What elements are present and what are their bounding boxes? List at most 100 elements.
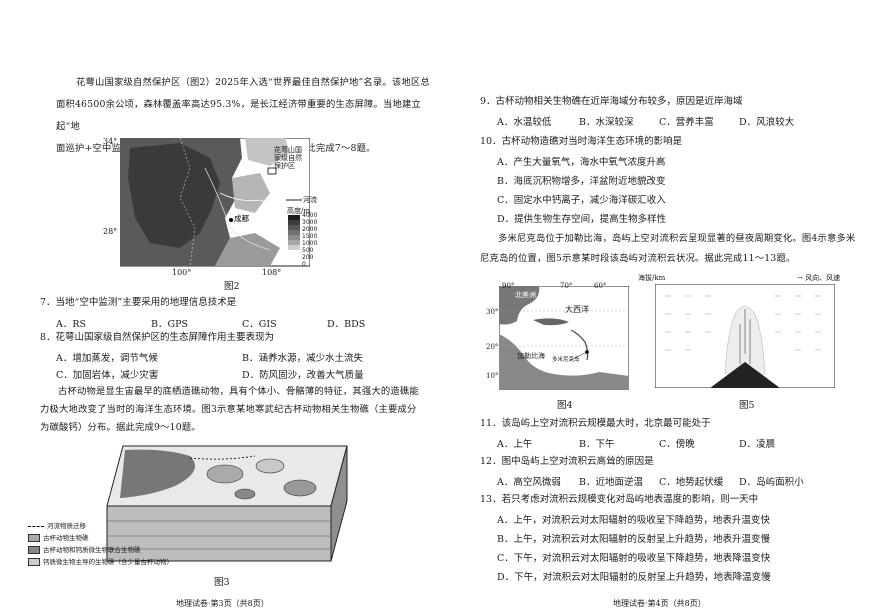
- option-10c[interactable]: C．固定水中钙离子，减少海洋碳汇收入: [497, 195, 666, 206]
- reserve-label: 花萼山国 家级自然 保护区: [274, 146, 302, 170]
- intro-line: 花萼山国家级自然保护区（图2）2025年入选“世界最佳自然保护地”名录。该地区总: [76, 77, 430, 88]
- map-label: 多米尼克岛: [552, 357, 580, 363]
- question-11: 11．该岛屿上空对流积云规模最大时，北京最可能处于: [480, 418, 711, 429]
- question-12: 12．图中岛屿上空对流积云高耸的原因是: [480, 456, 654, 467]
- option-11d[interactable]: D．凌晨: [739, 439, 776, 450]
- legend-value: 500: [302, 247, 314, 254]
- option-10d[interactable]: D．提供生物生存空间，提高生物多样性: [497, 214, 667, 225]
- fig5-ylabel: 海拔/km: [638, 274, 666, 282]
- question-10: 10．古杯动物造礁对当时海洋生态环境的影响是: [480, 136, 683, 147]
- legend-value: 2000: [302, 226, 318, 233]
- intro-line: 为碳酸钙）分布。据此完成9～10题。: [40, 422, 201, 433]
- figure-3-legend: 河流物质迁移 古杯动物生物礁 古杯动物和钙质微生物联合生物礁 钙质微生物主导的生…: [28, 520, 173, 568]
- option-11a[interactable]: A．上午: [497, 439, 533, 450]
- page-4: 9．古杯动物相关生物礁在近岸海域分布较多，原因是近岸海域 A．水温较低 B．水深…: [445, 0, 870, 615]
- option-10a[interactable]: A．产生大量氧气，海水中氧气浓度升高: [497, 157, 666, 168]
- intro-line: 古杯动物是显生宙最早的底栖造礁动物，具有个体小、骨骼薄的特征，其强大的造礁能: [58, 386, 419, 397]
- figure-4-map: [498, 285, 630, 391]
- page-footer: 地理试卷·第4页（共8页）: [613, 599, 706, 608]
- option-12b[interactable]: B．近地面逆温: [579, 477, 643, 488]
- map-label: 大西洋: [565, 305, 589, 314]
- option-11c[interactable]: C．傍晚: [659, 439, 695, 450]
- legend-value: 1000: [302, 240, 318, 247]
- intro-line: 力极大地改变了当时的海洋生态环境。图3示意某地寒武纪古杯动物相关生物礁（主要成分: [40, 404, 417, 415]
- option-9a[interactable]: A．水温较低: [497, 117, 552, 128]
- option-8a[interactable]: A．增加蒸发，调节气候: [56, 353, 158, 364]
- option-7b[interactable]: B．GPS: [151, 319, 188, 330]
- reserve-label-line: 花萼山国: [274, 146, 302, 154]
- page-footer: 地理试卷·第3页（共8页）: [176, 599, 269, 608]
- option-8c[interactable]: C．加固岩体，减少灾害: [56, 370, 159, 381]
- lon-label: 70°: [560, 282, 573, 290]
- legend-value: 0: [302, 261, 306, 268]
- option-12a[interactable]: A．高空风微弱: [497, 477, 561, 488]
- figure-2-map: [119, 137, 311, 267]
- question-9: 9．古杯动物相关生物礁在近岸海域分布较多，原因是近岸海域: [480, 96, 743, 107]
- legend-item: 古杯动物生物礁: [28, 532, 173, 544]
- lat-label: 34°: [103, 137, 118, 146]
- option-9c[interactable]: C．营养丰富: [659, 117, 714, 128]
- figure-5-caption: 图5: [739, 400, 755, 411]
- legend-river: 河流: [303, 196, 317, 204]
- intro-line: 多米尼克岛位于加勒比海，岛屿上空对流积云呈现显著的昼夜周期变化。图4示意多米: [498, 233, 856, 244]
- lat-label: 28°: [103, 227, 118, 236]
- city-label: 成都: [234, 214, 249, 223]
- option-12c[interactable]: C．地势起伏缓: [659, 477, 724, 488]
- option-13c[interactable]: C．下午，对流积云对太阳辐射的吸收呈下降趋势，地表降温变快: [497, 553, 771, 564]
- lat-label: 20°: [486, 343, 499, 351]
- legend-label: 河流物质迁移: [47, 522, 86, 530]
- legend-value: 4000: [302, 212, 318, 219]
- reef-icon: [28, 546, 40, 554]
- intro-line: 尼克岛的位置，图5示意某时段该岛屿对流积云状况。据此完成11～13题。: [480, 253, 796, 264]
- reef-icon: [28, 534, 40, 542]
- figure-2-caption: 图2: [224, 281, 240, 292]
- option-10b[interactable]: B．海底沉积物增多，洋盆附近地貌改变: [497, 176, 666, 187]
- reserve-label-line: 保护区: [274, 162, 295, 170]
- fig5-legend: → 风向、风速: [797, 272, 840, 284]
- lon-label: 100°: [172, 268, 192, 277]
- fig5-legend-label: 风向、风速: [805, 274, 841, 282]
- map-label: 加勒比海: [517, 352, 545, 360]
- lat-label: 30°: [486, 308, 499, 316]
- figure-3-caption: 图3: [214, 577, 230, 588]
- legend-label: 古杯动物和钙质微生物联合生物礁: [43, 546, 141, 554]
- page-3: 花萼山国家级自然保护区（图2）2025年入选“世界最佳自然保护地”名录。该地区总…: [28, 77, 440, 608]
- map-label: 北美洲: [515, 291, 536, 299]
- option-9d[interactable]: D．风浪较大: [739, 117, 795, 128]
- legend-item: 钙质微生物主导的生物礁（含少量古杯动物）: [28, 556, 173, 568]
- legend-title: 高度/m: [287, 207, 310, 215]
- option-13a[interactable]: A．上午，对流积云对太阳辐射的吸收呈下降趋势，地表升温变快: [497, 515, 770, 526]
- figure-3-diagram: [95, 436, 350, 566]
- wind-arrow-icon: →: [797, 274, 806, 282]
- option-11b[interactable]: B．下午: [579, 439, 615, 450]
- lat-label: 10°: [486, 372, 499, 380]
- dashed-arrow-icon: [28, 525, 44, 527]
- reserve-label-line: 家级自然: [274, 154, 302, 162]
- question-7: 7．当地“空中监测”主要采用的地理信息技术是: [40, 297, 237, 308]
- question-13: 13．若只考虑对流积云规模变化对岛屿地表温度的影响，则一天中: [480, 494, 759, 505]
- legend-value: 200: [302, 254, 314, 261]
- elevation-legend: 4000 3000 2000 1500 1000 500 200 0: [302, 212, 317, 268]
- question-8: 8．花萼山国家级自然保护区的生态屏障作用主要表现为: [40, 332, 275, 343]
- option-13d[interactable]: D．下午，对流积云对太阳辐射的反射呈上升趋势，地表降温变慢: [497, 572, 771, 583]
- option-7d[interactable]: D．BDS: [327, 319, 366, 330]
- lon-label: 60°: [594, 282, 607, 290]
- figure-4-caption: 图4: [557, 400, 573, 411]
- legend-label: 钙质微生物主导的生物礁（含少量古杯动物）: [43, 558, 173, 566]
- option-7c[interactable]: C．GIS: [242, 319, 277, 330]
- option-9b[interactable]: B．水深较深: [579, 117, 634, 128]
- intro-paragraph-11-13: 多米尼克岛位于加勒比海，岛屿上空对流积云呈现显著的昼夜周期变化。图4示意多米 尼…: [480, 229, 865, 269]
- intro-line: 面积46500余公顷，森林覆盖率高达95.3%，是长江经济带重要的生态屏障。当地…: [56, 99, 422, 132]
- lon-label: 108°: [262, 268, 282, 277]
- option-7a[interactable]: A．RS: [56, 319, 87, 330]
- legend-value: 3000: [302, 219, 318, 226]
- legend-item: 河流物质迁移: [28, 520, 173, 532]
- lon-label: 90°: [502, 282, 515, 290]
- option-8d[interactable]: D．防风固沙，改善大气质量: [242, 370, 364, 381]
- figure-5-diagram: [654, 283, 836, 389]
- option-8b[interactable]: B．涵养水源，减少水土流失: [242, 353, 363, 364]
- option-12d[interactable]: D．岛屿面积小: [739, 477, 804, 488]
- intro-paragraph-9-10: 古杯动物是显生宙最早的底栖造礁动物，具有个体小、骨骼薄的特征，其强大的造礁能 力…: [40, 383, 440, 437]
- option-13b[interactable]: B．上午，对流积云对太阳辐射的反射呈上升趋势，地表升温变慢: [497, 534, 770, 545]
- legend-label: 古杯动物生物礁: [43, 534, 89, 542]
